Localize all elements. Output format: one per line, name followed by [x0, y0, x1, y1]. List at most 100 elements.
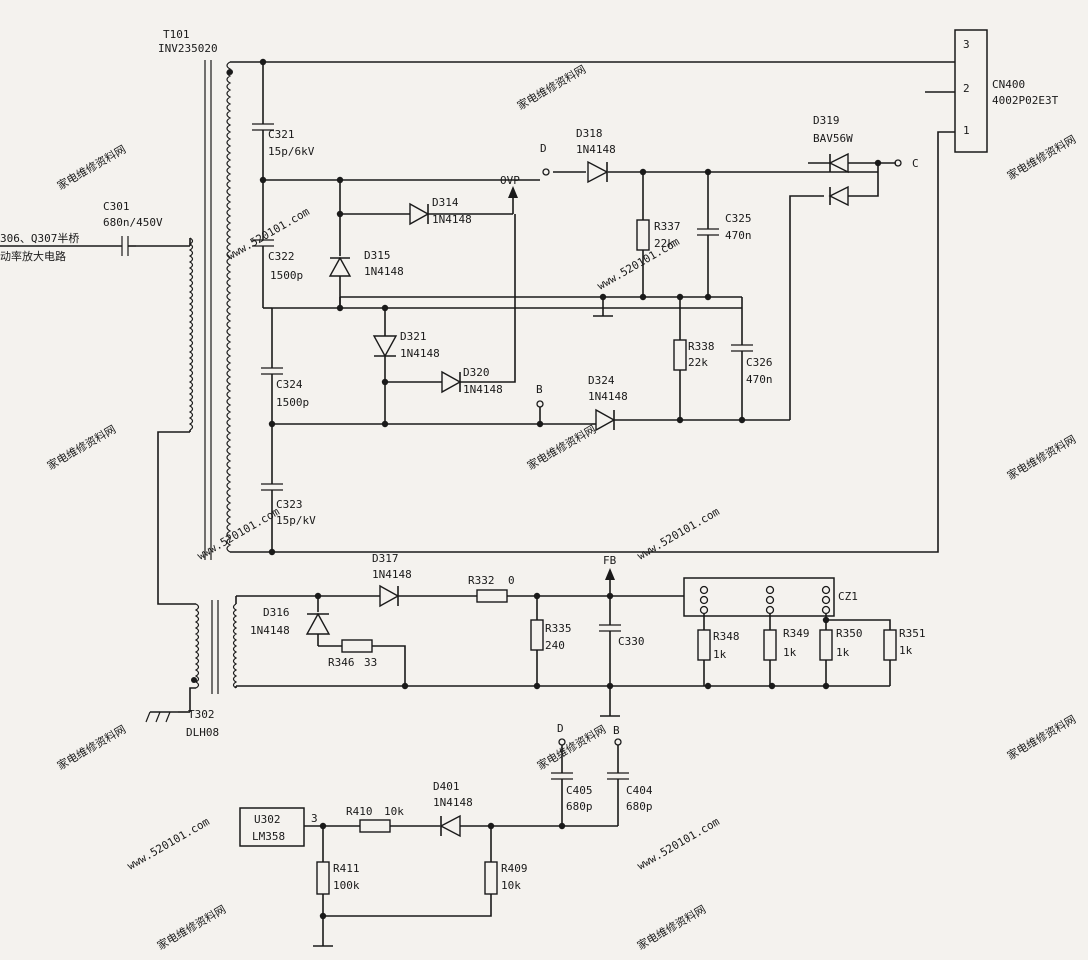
watermark-cn: 家电维修资料网	[535, 722, 609, 773]
capacitor-c325: C325 470n	[697, 172, 752, 297]
c301-ref: C301	[103, 200, 130, 213]
watermark-url: www.520101.com	[195, 505, 282, 563]
watermark-url: www.520101.com	[635, 815, 722, 873]
cn400-pin3: 3	[963, 38, 970, 51]
diode-d315: D315 1N4148	[328, 180, 404, 308]
d318-value: 1N4148	[576, 143, 616, 156]
t101-secondary-coil	[226, 61, 232, 553]
r350-value: 1k	[836, 646, 850, 659]
d315-value: 1N4148	[364, 265, 404, 278]
c324-ref: C324	[276, 378, 303, 391]
d316-ref: D316	[263, 606, 290, 619]
c326-value: 470n	[746, 373, 773, 386]
r332-value: 0	[508, 574, 515, 587]
node-b-terminal	[536, 400, 544, 408]
c321-value: 15p/6kV	[268, 145, 315, 158]
node-c-terminal	[894, 159, 902, 167]
r411-value: 100k	[333, 879, 360, 892]
fb-network: D316 1N4148 R346 33 D317 1N4148 R332 0 R…	[235, 552, 926, 717]
c405-value: 680p	[566, 800, 593, 813]
t302-ref: T302	[188, 708, 215, 721]
c322-ref: C322	[268, 250, 295, 263]
d319-ref: D319	[813, 114, 840, 127]
d314-ref: D314	[432, 196, 459, 209]
d324-ref: D324	[588, 374, 615, 387]
d401-ref: D401	[433, 780, 460, 793]
diode-d324: D324 1N4148	[588, 374, 628, 432]
r349-value: 1k	[783, 646, 797, 659]
c323-value: 15p/kV	[276, 514, 316, 527]
input-note-line1: 306、Q307半桥	[0, 231, 79, 245]
t302-primary-coil	[194, 603, 200, 689]
c325-value: 470n	[725, 229, 752, 242]
d316-value: 1N4148	[250, 624, 290, 637]
r337-ref: R337	[654, 220, 681, 233]
t302-secondary-coil	[232, 603, 238, 689]
t101-part: INV235020	[158, 42, 218, 55]
watermark-cn: 家电维修资料网	[1005, 132, 1079, 183]
r346-value: 33	[364, 656, 377, 669]
c404-node-b	[614, 738, 622, 746]
d314-value: 1N4148	[432, 213, 472, 226]
r350-ref: R350	[836, 627, 863, 640]
rails: D B	[259, 142, 882, 428]
fb-label: FB	[603, 554, 617, 567]
d320-value: 1N4148	[463, 383, 503, 396]
c324-value: 1500p	[276, 396, 309, 409]
r351-ref: R351	[899, 627, 926, 640]
d317-value: 1N4148	[372, 568, 412, 581]
r332-ref: R332	[468, 574, 495, 587]
node-c-label: C	[912, 157, 919, 170]
node-d-bottom-label: D	[557, 722, 564, 735]
c323-ref: C323	[276, 498, 303, 511]
d324-value: 1N4148	[588, 390, 628, 403]
t302-part: DLH08	[186, 726, 219, 739]
d321-ref: D321	[400, 330, 427, 343]
c404-value: 680p	[626, 800, 653, 813]
c330-ref: C330	[618, 635, 645, 648]
d315-ref: D315	[364, 249, 391, 262]
r346-ref: R346	[328, 656, 355, 669]
d317-ref: D317	[372, 552, 399, 565]
watermark-cn: 家电维修资料网	[45, 422, 119, 473]
c405-ref: C405	[566, 784, 593, 797]
r409-value: 10k	[501, 879, 521, 892]
d321-value: 1N4148	[400, 347, 440, 360]
diode-d314: D314 1N4148	[336, 196, 513, 226]
r411-ref: R411	[333, 862, 360, 875]
diode-d321: D321 1N4148	[372, 308, 440, 424]
diode-d319: C D319 BAV56W	[808, 114, 919, 207]
cn400-pin2: 2	[963, 82, 970, 95]
ovp-label: OVP	[500, 174, 520, 187]
c325-ref: C325	[725, 212, 752, 225]
watermark-cn: 家电维修资料网	[155, 902, 229, 953]
r335-value: 240	[545, 639, 565, 652]
resistor-r337: R337 22k	[636, 172, 681, 297]
diode-d320: D320 1N4148	[385, 214, 516, 396]
node-b-label: B	[536, 383, 543, 396]
c321-ref: C321	[268, 128, 295, 141]
watermark-url: www.520101.com	[125, 815, 212, 873]
node-d-label: D	[540, 142, 547, 155]
c326-ref: C326	[746, 356, 773, 369]
r348-ref: R348	[713, 630, 740, 643]
u302-pin3: 3	[311, 812, 318, 825]
ic-u302	[239, 807, 305, 847]
c301-value: 680n/450V	[103, 216, 163, 229]
t101-ref: T101	[163, 28, 190, 41]
capacitor-c326: C326 470n	[731, 308, 773, 420]
watermark-cn: 家电维修资料网	[55, 142, 129, 193]
r349-ref: R349	[783, 627, 810, 640]
d320-ref: D320	[463, 366, 490, 379]
watermark-cn: 家电维修资料网	[1005, 712, 1079, 763]
watermark-cn: 家电维修资料网	[525, 422, 599, 473]
c322-value: 1500p	[270, 269, 303, 282]
watermark-cn: 家电维修资料网	[515, 62, 589, 113]
cz1-pins	[699, 585, 831, 615]
watermark-cn: 家电维修资料网	[1005, 432, 1079, 483]
u302-ref: U302	[254, 813, 281, 826]
node-b-bottom-label: B	[613, 724, 620, 737]
d319-value: BAV56W	[813, 132, 853, 145]
transformer-t101: T101 INV235020	[158, 28, 233, 560]
